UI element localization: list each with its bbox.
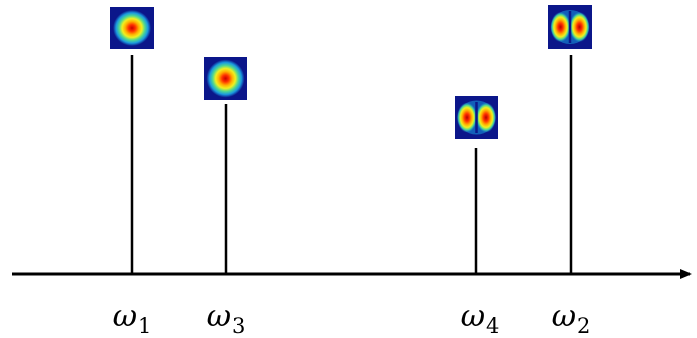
omega-subscript: 3 <box>232 314 246 338</box>
omega-symbol: ω <box>460 299 486 334</box>
fundamental-mode-icon <box>110 7 154 49</box>
fundamental-mode-icon <box>204 57 247 100</box>
omega-subscript: 1 <box>138 314 152 338</box>
label-omega-3: ω3 <box>206 299 246 338</box>
two-lobe-mode-icon <box>548 5 592 49</box>
label-omega-1: ω1 <box>112 299 152 338</box>
omega-symbol: ω <box>551 299 577 334</box>
two-lobe-mode-icon <box>455 96 498 139</box>
label-omega-2: ω2 <box>551 299 591 338</box>
omega-symbol: ω <box>206 299 232 334</box>
omega-subscript: 4 <box>486 314 500 338</box>
omega-subscript: 2 <box>577 314 591 338</box>
label-omega-4: ω4 <box>460 299 500 338</box>
omega-symbol: ω <box>112 299 138 334</box>
